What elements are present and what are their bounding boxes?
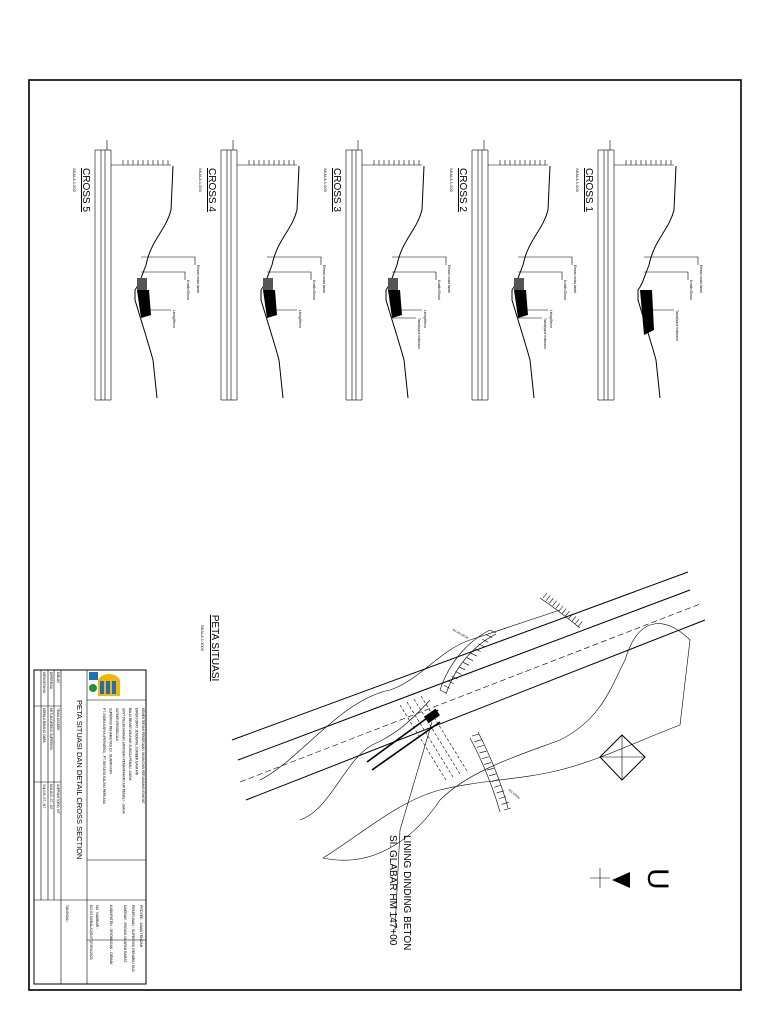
callout-line-2: SI. GLABAR HM 147+00	[387, 835, 398, 946]
hatch-marks	[439, 592, 583, 811]
partner-logos	[89, 672, 98, 692]
code-label: KO.03.03/BALAI(SNVT)PJPA/2023	[89, 905, 93, 960]
header-line: PT. INDRA KARYA (PERSERO) - PT. BINTANG …	[102, 708, 106, 805]
drawing-title: PETA SITUASI DAN DETAIL CROSS SECTION	[75, 700, 84, 859]
crossing-dashes	[399, 695, 468, 781]
signature-cell: MULIA D. ST., MT	[49, 784, 53, 810]
cross-title: CROSS 1	[583, 168, 594, 212]
date-label: TANGGAL :	[65, 905, 69, 923]
cross-title: CROSS 3	[331, 168, 342, 212]
cross-label: Kondisi Eksist	[563, 280, 567, 300]
lining-section	[388, 290, 402, 318]
cross-title: CROSS 4	[206, 168, 217, 212]
sheet-no-label: NO. GAMBAR :	[95, 905, 99, 929]
north-arrow: U	[590, 868, 674, 890]
fill-hatch	[514, 278, 524, 290]
hatched-bank	[477, 731, 509, 809]
header-line: DIREKTORAT JENDERAL SUMBER DAYA AIR	[135, 708, 139, 776]
cross-label: Elevasi muka tanah	[447, 265, 451, 293]
road-label: JALAN DESA	[452, 627, 470, 640]
road-centerline	[239, 603, 701, 783]
hatched-bank	[539, 597, 581, 629]
lining-section	[137, 290, 151, 318]
signature-cell: MENGETAHUI	[42, 672, 46, 693]
cross-label: Tanah/pasir timbunan	[675, 310, 679, 341]
road-edge	[237, 589, 691, 761]
cross-label: Elevasi muka tanah	[196, 265, 200, 293]
field-boundary	[259, 609, 561, 781]
cross-label: Kondisi Eksist	[312, 280, 316, 300]
header-line: BALAI BESAR WILAYAH SUNGAI PEMALI JUANA	[128, 708, 132, 781]
hatched-bank	[439, 629, 491, 691]
cross-scale: SKALA 1:200	[198, 168, 203, 193]
cross-label: Elevasi muka tanah	[322, 265, 326, 293]
fill-hatch	[263, 278, 273, 290]
signature-rows: DIBUAT TEAM LEADER SUPRIANTORO, MT DIPERIKS…	[42, 672, 60, 814]
district-label: KABUPATEN : GROBOGAN - DEMAK	[109, 905, 113, 965]
lining-section	[640, 290, 654, 335]
hatched-bank	[445, 633, 497, 695]
lining-beton	[423, 708, 441, 724]
field-boundary	[322, 623, 691, 861]
cross-scale: SKALA 1:200	[575, 168, 580, 193]
signature-cell: KEPALA BIDANG O&PA	[42, 708, 46, 743]
title-block-header: KEMENTERIAN PEKERJAAN UMUM DAN PERUMAHAN…	[102, 708, 145, 815]
cross-scale: SKALA 1:200	[323, 168, 328, 193]
channel	[371, 721, 441, 771]
cross-scale: SKALA 1:200	[449, 168, 454, 193]
signature-cell: DIPERIKSA	[49, 672, 53, 690]
signature-cell: YULIUS, ST., MT	[42, 784, 46, 808]
field-boundary	[299, 699, 431, 821]
cross-label: Tanah/pasir timbunan	[417, 318, 421, 349]
fill-hatch	[388, 278, 398, 290]
cross-label: Lining Beton	[172, 310, 176, 328]
header-line: SNVT PELAKSANAAN JARINGAN PEMANFAATAN AI…	[122, 708, 126, 815]
ministry-logo	[98, 674, 120, 696]
ground-profile	[637, 165, 677, 399]
job-label: PEKERJAAN : SUPERVISI REHABILITASI	[131, 905, 135, 972]
cross-label: Lining Beton	[549, 310, 553, 328]
signature-cell: KETUA DIREKSI SUPERVISI	[49, 708, 53, 750]
hatched-bank	[469, 737, 501, 813]
signature-cell: DIBUAT	[56, 672, 60, 684]
channel-label: SALURAN	[507, 788, 520, 800]
cross-title: CROSS 5	[80, 168, 91, 212]
situasi-title: PETA SITUASI	[209, 615, 220, 682]
cross-label: Tanah/pasir timbunan	[543, 318, 547, 349]
road-edge	[231, 571, 689, 741]
title-block: KEMENTERIAN PEKERJAAN UMUM DAN PERUMAHAN…	[33, 669, 147, 985]
cross-scale: SKALA 1:200	[72, 168, 77, 193]
cross-label: Lining Beton	[298, 310, 302, 328]
sheet-border	[28, 79, 742, 991]
signature-cell: SUPRIANTORO, MT	[56, 784, 60, 814]
location-label: DAERAH : IRIGASI GLAPAN BARAT	[123, 905, 127, 963]
cross-label: Kondisi Eksist	[437, 280, 441, 300]
lining-section	[263, 290, 277, 318]
header-line: KEMENTERIAN PEKERJAAN UMUM DAN PERUMAHAN…	[141, 708, 145, 804]
situasi-scale: SKALA 1:1000	[200, 625, 205, 652]
fill-hatch	[137, 278, 147, 290]
cross-label: Elevasi muka tanah	[699, 265, 703, 293]
cross-label: Elevasi muka tanah	[573, 265, 577, 293]
signature-cell: TEAM LEADER	[56, 708, 60, 731]
cross-label: Lining Beton	[423, 310, 427, 328]
project-label: PROYEK : JAWA TENGAH	[139, 905, 143, 948]
situation-map: PETA SITUASI SKALA 1:1000	[200, 571, 706, 950]
north-letter: U	[641, 868, 674, 890]
cross-title: CROSS 2	[457, 168, 468, 212]
header-line: SATKER PENGELOLA	[115, 708, 119, 742]
callout-line-1: LINING DINDING BETON	[401, 835, 412, 950]
cross-label: Kondisi Eksist	[186, 280, 190, 300]
cross-label: Kondisi Eksist	[689, 280, 693, 300]
lining-section	[514, 290, 528, 318]
callout-leader	[394, 721, 433, 931]
header-line: SUPERVISI REHABILITASI D.I. GLAPAN KIRI	[109, 708, 113, 774]
